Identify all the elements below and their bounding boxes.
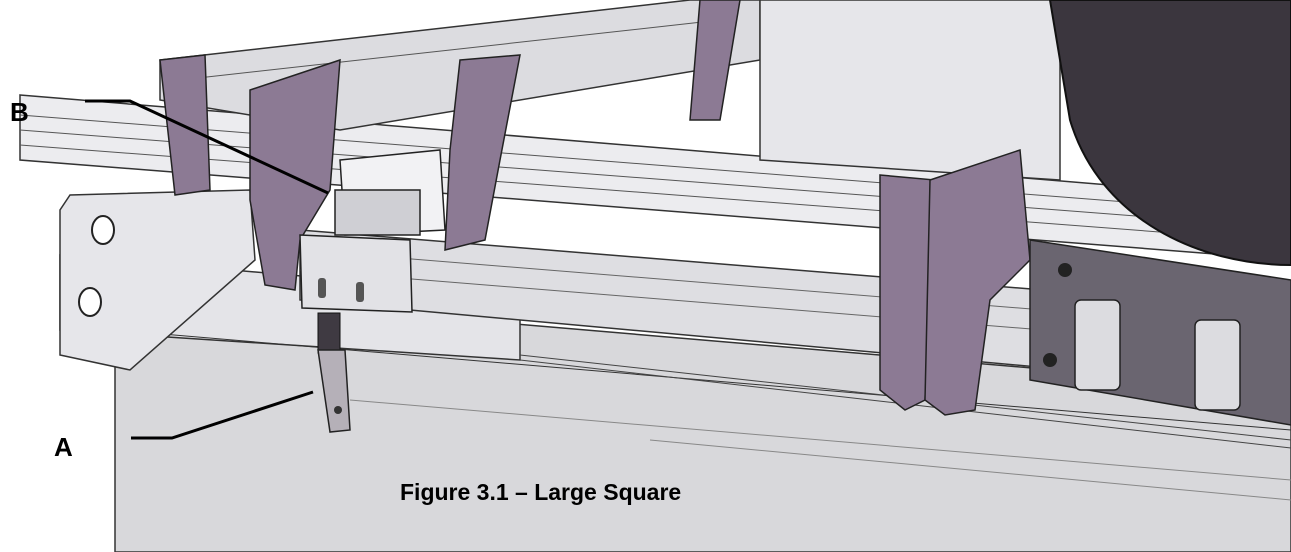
callout-lines xyxy=(85,99,329,440)
switch-assembly xyxy=(299,149,446,313)
left-plate xyxy=(59,189,256,371)
wheel xyxy=(1048,0,1291,267)
callout-label-a: A xyxy=(54,432,73,462)
figure-caption: Figure 3.1 – Large Square xyxy=(400,479,682,505)
callout-line-a xyxy=(131,390,314,440)
right-housing xyxy=(1029,239,1291,426)
callout-line-b xyxy=(85,99,329,195)
square-pin xyxy=(317,312,351,433)
callout-label-b: B xyxy=(10,97,29,127)
purple-brackets xyxy=(159,0,1031,416)
